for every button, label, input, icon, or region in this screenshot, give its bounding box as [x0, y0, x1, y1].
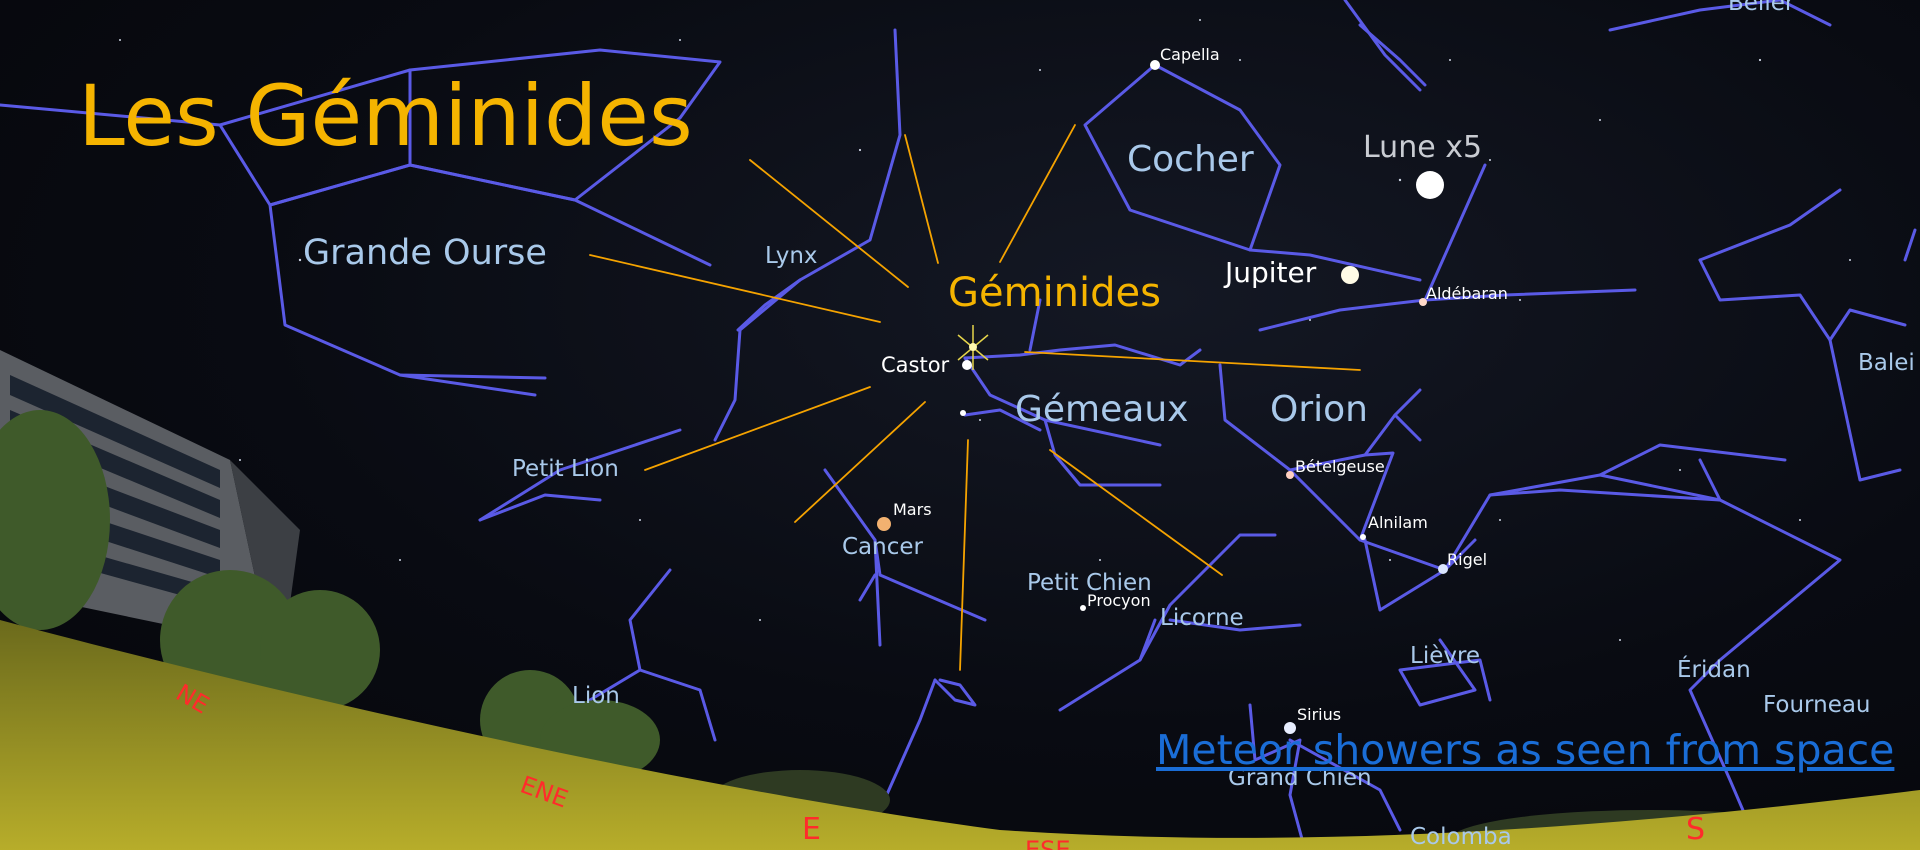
meteor-trails: [589, 124, 1361, 671]
label-rigel: Rigel: [1447, 550, 1488, 569]
cardinal-ese: ESE: [1025, 836, 1071, 850]
meteor-showers-link[interactable]: Meteor showers as seen from space: [1156, 726, 1895, 774]
label-grand-chien: Grand Chien: [1228, 765, 1372, 791]
label-gemeaux: Gémeaux: [1015, 389, 1189, 430]
label-orion: Orion: [1270, 389, 1368, 430]
label-moon: Lune x5: [1363, 130, 1483, 165]
label-licorne: Licorne: [1160, 605, 1244, 631]
label-lievre: Lièvre: [1410, 643, 1481, 669]
cardinal-e: E: [802, 812, 821, 847]
label-fourneau: Fourneau: [1763, 692, 1871, 718]
label-cocher: Cocher: [1127, 139, 1254, 180]
label-colomba: Colomba: [1410, 824, 1512, 850]
label-aldebaran: Aldébaran: [1426, 284, 1508, 303]
label-eridan: Éridan: [1677, 657, 1751, 683]
label-cancer: Cancer: [842, 534, 923, 560]
label-mars: Mars: [893, 500, 932, 519]
label-betelgeuse: Bételgeuse: [1295, 457, 1385, 476]
radiant-marker: [957, 325, 989, 370]
label-sirius: Sirius: [1297, 705, 1342, 724]
label-petit-lion: Petit Lion: [512, 456, 619, 482]
label-jupiter: Jupiter: [1225, 256, 1317, 289]
label-capella: Capella: [1160, 45, 1220, 64]
label-procyon: Procyon: [1087, 591, 1151, 610]
label-grande-ourse: Grande Ourse: [303, 233, 547, 273]
cardinal-s: S: [1686, 812, 1706, 847]
label-petit-chien: Petit Chien: [1027, 570, 1152, 596]
label-balei: Balei: [1858, 350, 1915, 376]
label-lynx: Lynx: [765, 243, 818, 269]
label-belier: Bélier: [1728, 0, 1795, 16]
label-alnilam: Alnilam: [1368, 513, 1428, 532]
label-geminides: Géminides: [948, 270, 1161, 316]
label-lion: Lion: [572, 683, 620, 709]
label-castor: Castor: [881, 353, 950, 377]
page-title: Les Géminides: [78, 67, 693, 165]
